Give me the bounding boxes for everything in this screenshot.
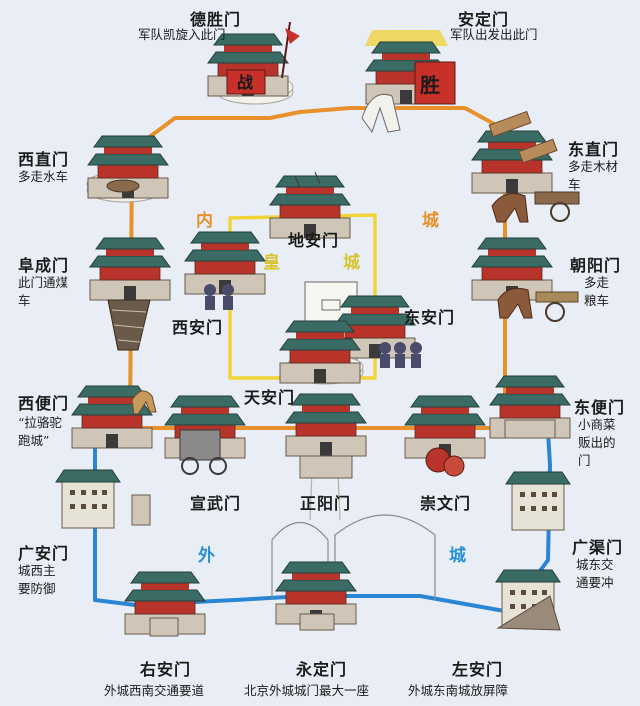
gate-xibianmen-illustration	[71, 385, 157, 449]
gate-andingmen-illustration	[361, 30, 456, 134]
gate-desc-xizhimen: 多走水车	[18, 169, 69, 184]
gate-name-dongbianmen: 东便门	[574, 398, 626, 417]
gate-name-guangqumen: 广渠门	[572, 538, 624, 557]
gate-dongzhimen-illustration	[471, 110, 580, 223]
gate-desc-chaoyangmen: 多走粮车	[584, 275, 610, 308]
gate-xianmen-illustration	[184, 231, 266, 310]
gate-desc-xibianmen: “拉骆驼跑城”	[18, 415, 62, 448]
gate-name-dianmen: 地安门	[288, 231, 340, 250]
gate-name-xianmen: 西安门	[172, 318, 224, 337]
gate-deshengmen-illustration	[207, 21, 300, 105]
gate-desc-guanganmen: 城西主要防御	[18, 563, 56, 596]
gate-desc-guangqumen: 城东交通要冲	[576, 557, 614, 590]
gate-name-guanganmen: 广安门	[18, 544, 70, 563]
gate-name-fuchengmen: 阜成门	[18, 256, 70, 275]
gate-desc-dongzhimen: 多走木材车	[568, 159, 619, 192]
gate-yongdingmen-illustration	[275, 561, 357, 631]
gate-name-donganmen: 东安门	[404, 308, 456, 327]
gate-xuanwumen-illustration	[164, 395, 246, 475]
gate-name-chongwenmen: 崇文门	[420, 494, 472, 513]
gate-name-chaoyangmen: 朝阳门	[570, 256, 622, 275]
zone-label-cheng-imperial: 城	[343, 253, 360, 273]
zone-label-wai: 外	[198, 546, 215, 566]
gate-youanmen-illustration	[124, 571, 206, 637]
gate-chaoyangmen-illustration	[471, 237, 579, 322]
gate-chongwenmen-illustration	[404, 395, 486, 477]
gate-desc-youanmen: 外城西南交通要道	[104, 683, 205, 698]
gate-fuchengmen-illustration	[89, 237, 171, 351]
gate-xizhimen-illustration	[86, 135, 169, 203]
zone-label-cheng-outer: 城	[449, 546, 466, 566]
gate-name-zhengyangmen: 正阳门	[300, 494, 352, 513]
gate-name-tiananmen: 天安门	[244, 388, 296, 407]
gate-guangqumen-illustration	[505, 471, 571, 531]
gate-dongbianmen-illustration	[489, 375, 571, 439]
gate-name-youanmen: 右安门	[140, 660, 192, 679]
banner-sheng: 胜	[420, 73, 440, 97]
gate-guanganmen-illustration	[55, 469, 151, 529]
gate-name-deshengmen: 德胜门	[190, 10, 242, 29]
gate-name-xizhimen: 西直门	[18, 150, 70, 169]
zone-label-huang: 皇	[263, 253, 280, 273]
gate-desc-andingmen: 军队出发出此门	[450, 27, 538, 42]
gate-desc-yongdingmen: 北京外城城门最大一座	[244, 683, 370, 698]
gate-zuoanmen-illustration	[495, 569, 561, 631]
gate-name-xibianmen: 西便门	[18, 394, 70, 413]
gate-name-andingmen: 安定门	[458, 10, 510, 29]
gate-donganmen-illustration	[334, 295, 422, 368]
gate-desc-deshengmen: 军队凯旋入此门	[138, 27, 226, 42]
gate-name-dongzhimen: 东直门	[568, 140, 620, 159]
banner-zhan: 战	[237, 73, 253, 92]
gate-dianmen-illustration	[269, 171, 351, 239]
zone-label-nei: 内	[196, 211, 213, 231]
gate-desc-zuoanmen: 外城东南城放屏障	[408, 683, 509, 698]
gate-zhengyangmen-illustration	[285, 393, 367, 479]
gate-name-yongdingmen: 永定门	[296, 660, 348, 679]
gate-name-xuanwumen: 宣武门	[190, 494, 242, 513]
gate-name-zuoanmen: 左安门	[452, 660, 504, 679]
gate-desc-fuchengmen: 此门通煤车	[18, 275, 69, 308]
gate-desc-dongbianmen: 小商菜贩出的门	[578, 417, 616, 468]
zone-label-cheng-inner: 城	[422, 211, 439, 231]
